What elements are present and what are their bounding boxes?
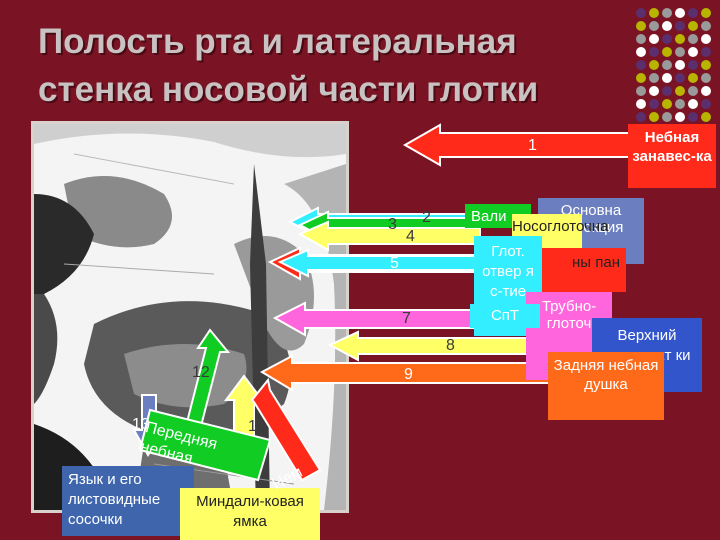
decorative-dot [662,99,672,109]
label-5: 5 [390,255,399,272]
decorative-dot [649,99,659,109]
decorative-dot [636,112,646,122]
decorative-dot [701,73,711,83]
decorative-dot [662,73,672,83]
arrow-nem [250,377,322,482]
decorative-dot [688,73,698,83]
decorative-dot [636,99,646,109]
decorative-dot [636,73,646,83]
decorative-dot [701,8,711,18]
ny-pan-box: ны пан [540,248,626,292]
decorative-dot [636,34,646,44]
decorative-dot [636,86,646,96]
decorative-dot [649,73,659,83]
decorative-dot [662,86,672,96]
decorative-dot [675,60,685,70]
decorative-dot [701,60,711,70]
decorative-dot [649,112,659,122]
decorative-dot [688,34,698,44]
label-9: 9 [404,366,413,383]
decorative-dot [701,86,711,96]
zadnyaya-nebnaya-dushka-box: Задняя небная душка [548,352,664,420]
label-7: 7 [402,310,411,327]
decorative-dot [701,99,711,109]
decorative-dot [675,8,685,18]
decorative-dot [662,8,672,18]
decorative-dot [675,112,685,122]
decorative-dot [662,60,672,70]
decorative-dot [649,8,659,18]
decorative-dot [662,21,672,31]
decorative-dot [675,99,685,109]
decorative-dot [636,8,646,18]
label-10: 10 [248,418,266,435]
decorative-dot [688,112,698,122]
decorative-dot [649,21,659,31]
decorative-dot [675,73,685,83]
decorative-dot [649,47,659,57]
decorative-dot [675,86,685,96]
decorative-dot [662,47,672,57]
label-13: 13 [132,416,150,433]
label-4: 4 [406,228,415,245]
spt-label: СпТ [470,304,540,328]
decorative-dot [636,47,646,57]
label-8: 8 [446,337,455,354]
mindalikovaya-yamka-box: Миндали-ковая ямка [180,488,320,540]
label-3: 3 [388,216,397,233]
decorative-dot [636,60,646,70]
label-2: 2 [422,209,431,226]
decorative-dot [688,86,698,96]
arrow-1 [402,123,633,167]
yazyk-box: Язык и его листовидные сосочки [62,466,194,536]
decorative-dot [688,21,698,31]
decorative-dot [701,112,711,122]
nebnaya-zanaveska-box: Небная занавес-ка [628,124,716,188]
decorative-dot [701,47,711,57]
decorative-dot [675,34,685,44]
decorative-dot [662,112,672,122]
decorative-dot [649,60,659,70]
decorative-dot [688,47,698,57]
decorative-dot [701,34,711,44]
slide-title: Полость рта и латеральная стенка носовой… [38,22,539,109]
decorative-dot [636,21,646,31]
decorative-dot [688,60,698,70]
decorative-dot [675,47,685,57]
decorative-dot [649,34,659,44]
decorative-dot [649,86,659,96]
label-12: 12 [192,364,210,381]
label-1: 1 [528,137,537,154]
decorative-dot [675,21,685,31]
decorative-dot [662,34,672,44]
decorative-dot [688,99,698,109]
decorative-dot [701,21,711,31]
arrow-perednyaya [138,408,272,482]
decorative-dot [688,8,698,18]
